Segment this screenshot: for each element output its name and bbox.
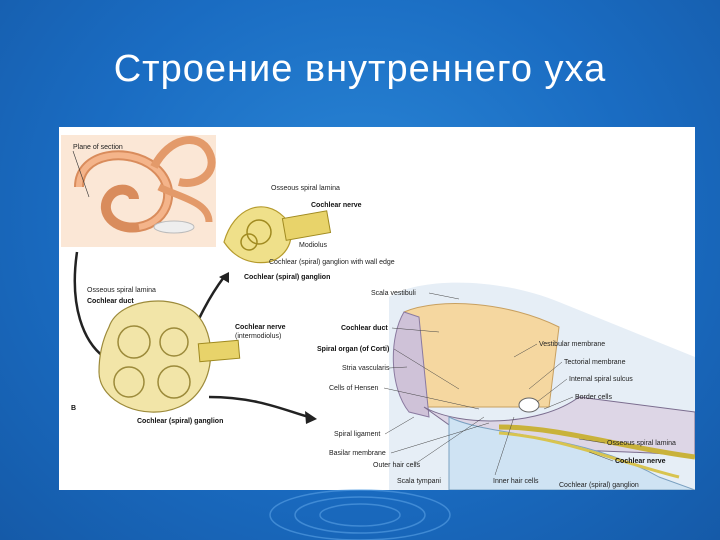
inner-ear-figure: Plane of section Osseous spiral lamina C… [59, 127, 695, 490]
label-border-cells: Border cells [575, 394, 612, 401]
cochlea-section-illustration [98, 300, 241, 413]
label-cochlear-duct-left: Cochlear duct [87, 298, 134, 305]
arrow-left [73, 251, 105, 358]
inner-ear-diagram: Plane of section Osseous spiral lamina C… [61, 135, 695, 490]
label-cochlear-ganglion-top: Cochlear (spiral) ganglion [244, 274, 330, 281]
label-plane-of-section: Plane of section [73, 144, 123, 151]
label-vestibular-membrane: Vestibular membrane [539, 341, 605, 348]
modiolus-illustration [223, 206, 332, 264]
label-stria-vascularis: Stria vascularis [342, 365, 390, 372]
label-cochlear-nerve-right: Cochlear nerve [615, 458, 666, 465]
label-basilar-membrane: Basilar membrane [329, 450, 386, 457]
label-spiral-organ: Spiral organ (of Corti) [317, 346, 389, 353]
label-cochlear-nerve-mid: Cochlear nerve [235, 324, 286, 331]
cochlear-duct-section-illustration [389, 282, 695, 490]
label-internal-spiral-sulcus: Internal spiral sulcus [569, 376, 633, 383]
arrow-middle-head [219, 272, 229, 283]
label-cochlear-nerve-top: Cochlear nerve [311, 202, 362, 209]
label-outer-hair-cells: Outer hair cells [373, 462, 421, 469]
label-cochlear-ganglion-bottom: Cochlear (spiral) ganglion [137, 418, 223, 425]
slide-title: Строение внутреннего уха [113, 48, 607, 90]
arrow-bottom-head [305, 411, 317, 424]
leader-lines [383, 292, 614, 476]
label-osseous-spiral-lamina-right: Osseous spiral lamina [607, 440, 676, 447]
label-cochlear-ganglion-wall: Cochlear (spiral) ganglion with wall edg… [269, 259, 395, 266]
label-spiral-ligament: Spiral ligament [334, 431, 380, 438]
label-inner-hair-cells: Inner hair cells [493, 478, 539, 485]
label-panel-letter: B [71, 405, 76, 412]
label-cochlear-ganglion-right: Cochlear (spiral) ganglion [559, 482, 639, 489]
label-intermodiolus: (intermodiolus) [235, 333, 281, 340]
label-scala-vestibuli: Scala vestibuli [371, 290, 416, 297]
decorative-swirl [269, 489, 451, 540]
label-osseous-spiral-lamina-top: Osseous spiral lamina [271, 185, 340, 192]
label-scala-tympani: Scala tympani [397, 478, 441, 485]
label-cochlear-duct: Cochlear duct [341, 325, 388, 332]
label-osseous-spiral-lamina-left: Osseous spiral lamina [87, 287, 156, 294]
arrow-bottom [208, 395, 310, 419]
label-cells-hensen: Cells of Hensen [329, 385, 379, 392]
label-modiolus: Modiolus [299, 242, 328, 249]
label-tectorial-membrane: Tectorial membrane [564, 359, 626, 366]
bony-labyrinth-illustration [61, 135, 216, 247]
